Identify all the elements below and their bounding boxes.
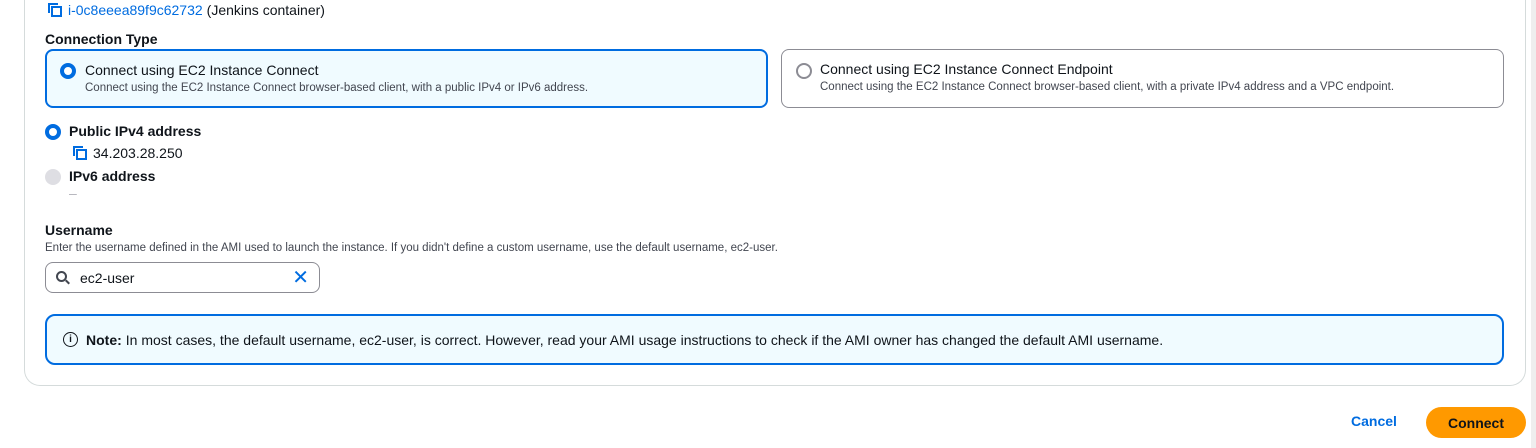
tile-ec2-instance-connect[interactable]: Connect using EC2 Instance Connect Conne… xyxy=(45,49,768,108)
clear-icon[interactable]: ✕ xyxy=(292,266,309,289)
copy-icon[interactable] xyxy=(48,3,62,17)
instance-row: i-0c8eeea89f9c62732 (Jenkins container) xyxy=(48,2,325,18)
radio-ipv6 xyxy=(45,169,61,185)
instance-name: (Jenkins container) xyxy=(206,2,325,18)
tile-ec2-instance-connect-endpoint[interactable]: Connect using EC2 Instance Connect Endpo… xyxy=(781,49,1504,108)
username-input[interactable] xyxy=(80,269,293,286)
radio-public-ipv4[interactable] xyxy=(45,124,61,140)
public-ipv4-value: 34.203.28.250 xyxy=(93,145,183,161)
tile-title: Connect using EC2 Instance Connect xyxy=(85,62,319,78)
tile-description: Connect using the EC2 Instance Connect b… xyxy=(85,82,589,94)
note-text: In most cases, the default username, ec2… xyxy=(125,331,1164,348)
ipv6-value: – xyxy=(69,185,77,201)
search-icon xyxy=(56,270,70,285)
connection-type-label: Connection Type xyxy=(45,31,158,47)
username-help: Enter the username defined in the AMI us… xyxy=(45,242,778,254)
instance-id-link[interactable]: i-0c8eeea89f9c62732 xyxy=(68,2,203,18)
public-ipv4-label: Public IPv4 address xyxy=(69,123,202,139)
radio-ec2-instance-connect[interactable] xyxy=(60,63,76,79)
scrollbar[interactable] xyxy=(1531,0,1536,448)
username-label: Username xyxy=(45,222,113,238)
info-icon: i xyxy=(63,332,78,347)
connect-button[interactable]: Connect xyxy=(1426,407,1526,438)
tile-title: Connect using EC2 Instance Connect Endpo… xyxy=(820,61,1113,77)
username-field[interactable]: ✕ xyxy=(45,262,320,293)
note-label: Note: xyxy=(86,331,122,348)
copy-icon[interactable] xyxy=(73,146,87,160)
radio-ec2-instance-connect-endpoint[interactable] xyxy=(796,63,812,79)
ipv6-label: IPv6 address xyxy=(69,168,156,184)
note-alert: i Note: In most cases, the default usern… xyxy=(45,314,1504,365)
tile-description: Connect using the EC2 Instance Connect b… xyxy=(820,81,1395,93)
public-ipv4-value-row: 34.203.28.250 xyxy=(73,145,183,161)
cancel-button[interactable]: Cancel xyxy=(1351,413,1397,429)
